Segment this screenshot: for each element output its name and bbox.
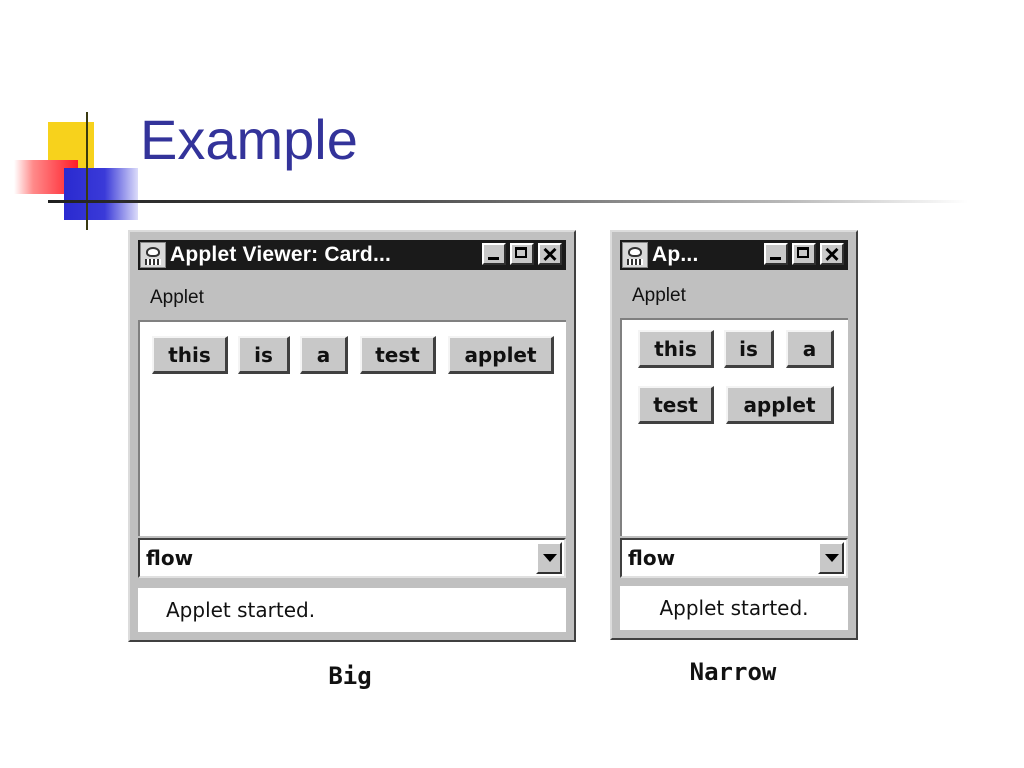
window-title: Ap...	[652, 243, 699, 266]
button-a[interactable]: a	[300, 336, 348, 374]
button-test[interactable]: test	[360, 336, 436, 374]
applet-content-area: this is a test applet	[138, 320, 566, 536]
layout-choice-dropdown[interactable]: flow	[138, 538, 566, 578]
maximize-icon[interactable]	[792, 243, 816, 265]
applet-viewer-icon[interactable]	[622, 242, 648, 268]
button-test[interactable]: test	[638, 386, 714, 424]
window-titlebar[interactable]: Ap...	[620, 239, 848, 270]
button-a[interactable]: a	[786, 330, 834, 368]
dropdown-arrow-icon[interactable]	[536, 542, 562, 574]
caption-big: Big	[328, 662, 372, 690]
decor-title-underline	[48, 200, 968, 203]
button-this[interactable]: this	[152, 336, 228, 374]
status-bar: Applet started.	[620, 586, 848, 630]
menu-applet[interactable]: Applet	[150, 287, 204, 308]
decor-vertical-line	[86, 112, 88, 230]
status-bar: Applet started.	[138, 588, 566, 632]
slide-title: Example	[140, 108, 358, 171]
choice-selected-value: flow	[146, 546, 194, 570]
button-this[interactable]: this	[638, 330, 714, 368]
window-title: Applet Viewer: Card...	[170, 243, 392, 266]
button-is[interactable]: is	[724, 330, 774, 368]
applet-content-area: this is a test applet	[620, 318, 848, 536]
caption-narrow: Narrow	[689, 658, 777, 686]
button-applet[interactable]: applet	[726, 386, 834, 424]
applet-window-big: Applet Viewer: Card... Applet this is a …	[128, 230, 576, 642]
window-titlebar[interactable]: Applet Viewer: Card...	[138, 239, 566, 270]
button-applet[interactable]: applet	[448, 336, 554, 374]
minimize-icon[interactable]	[764, 243, 788, 265]
minimize-icon[interactable]	[482, 243, 506, 265]
decor-blue-square	[64, 168, 138, 220]
menu-applet[interactable]: Applet	[632, 285, 686, 306]
applet-window-narrow: Ap... Applet this is a test applet flow …	[610, 230, 858, 640]
applet-viewer-icon[interactable]	[140, 242, 166, 268]
maximize-icon[interactable]	[510, 243, 534, 265]
layout-choice-dropdown[interactable]: flow	[620, 538, 848, 578]
close-icon[interactable]	[820, 239, 844, 269]
button-is[interactable]: is	[238, 336, 290, 374]
close-icon[interactable]	[538, 239, 562, 269]
dropdown-arrow-icon[interactable]	[818, 542, 844, 574]
choice-selected-value: flow	[628, 546, 676, 570]
